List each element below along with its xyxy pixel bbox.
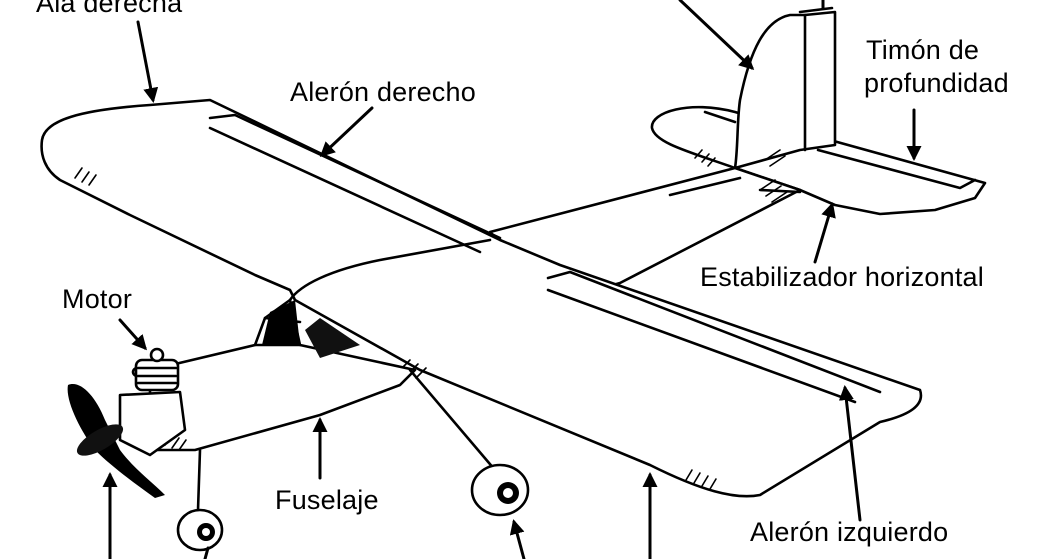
landing-gear <box>176 368 530 552</box>
label-fuselaje: Fuselaje <box>275 485 379 515</box>
label-ala-derecha: Ala derecha <box>36 0 183 18</box>
arrow-timon-direccion <box>678 0 755 71</box>
arrow-rueda-principal <box>509 519 526 559</box>
label-aleron-derecho: Alerón derecho <box>290 77 476 107</box>
propeller <box>67 384 165 498</box>
label-timon-de: Timón de <box>866 35 980 65</box>
engine <box>118 347 187 457</box>
arrow-estabilizador <box>813 202 836 264</box>
horizontal-stabilizer <box>650 105 987 216</box>
vertical-fin <box>733 6 837 170</box>
label-arrows <box>102 0 922 559</box>
label-estabilizador-horizontal: Estabilizador horizontal <box>700 262 984 292</box>
label-motor: Motor <box>62 284 133 314</box>
main-wing <box>40 98 923 498</box>
arrow-aleron-derecho <box>319 106 374 158</box>
arrow-motor <box>118 318 147 351</box>
arrow-aleron-izquierdo <box>838 385 862 522</box>
front-fuselage <box>148 298 417 452</box>
label-profundidad: profundidad <box>864 68 1009 98</box>
label-aleron-izquierdo: Alerón izquierdo <box>750 517 949 547</box>
arrow-ala-derecha <box>136 20 159 103</box>
arrow-rueda-delantera <box>203 546 210 559</box>
